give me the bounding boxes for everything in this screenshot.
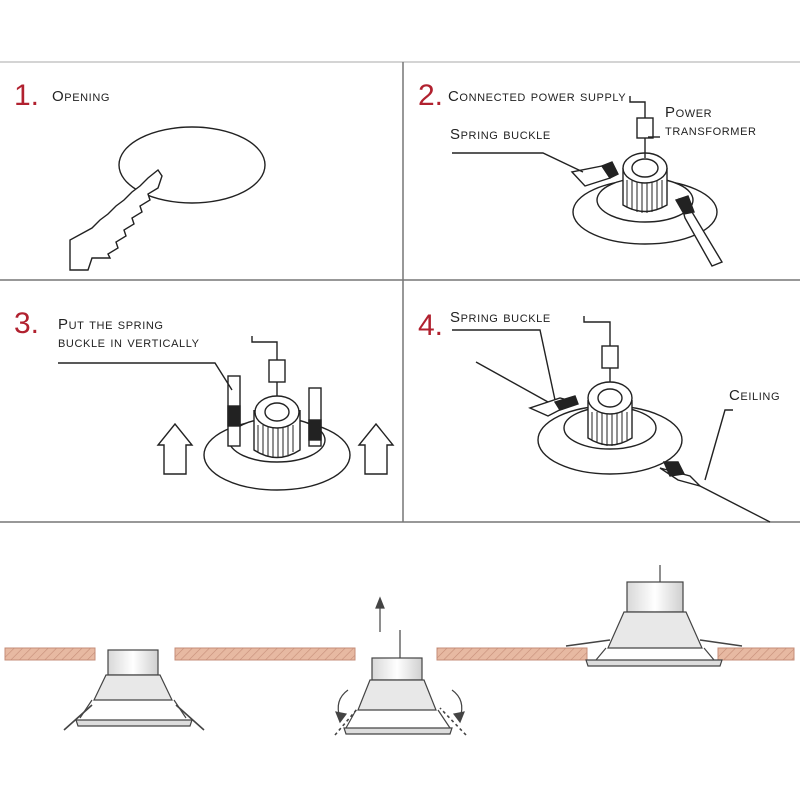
label-power: Power: [665, 104, 713, 121]
step1-illustration: [69, 126, 266, 271]
step3-illustration: [58, 336, 395, 491]
up-arrow-icon: [375, 596, 385, 632]
step-number: 2.: [418, 79, 444, 112]
step-number: 4.: [418, 309, 444, 342]
step-title-line2: buckle in vertically: [58, 334, 200, 351]
step-title: Spring buckle: [450, 309, 551, 326]
up-arrow-icon: [156, 422, 194, 475]
step-title: Opening: [52, 88, 111, 105]
step-number: 1.: [14, 79, 40, 112]
ceiling-sections: [4, 647, 795, 661]
fixture-installed: [565, 565, 743, 667]
step4-illustration: [452, 316, 771, 523]
step-number: 3.: [14, 307, 40, 340]
fixture-inserting: [334, 596, 467, 736]
label-transformer: transformer: [665, 122, 757, 139]
up-arrow-icon: [357, 422, 395, 475]
step2-illustration: [452, 96, 724, 267]
saw-icon: [69, 168, 163, 271]
fixture-before-insert: [63, 649, 205, 731]
panel-dividers: [0, 61, 800, 523]
label-ceiling: Ceiling: [729, 387, 781, 404]
step-title: Put the spring: [58, 316, 164, 333]
label-spring-buckle: Spring buckle: [450, 126, 551, 143]
step-title: Connected power supply: [448, 88, 627, 105]
